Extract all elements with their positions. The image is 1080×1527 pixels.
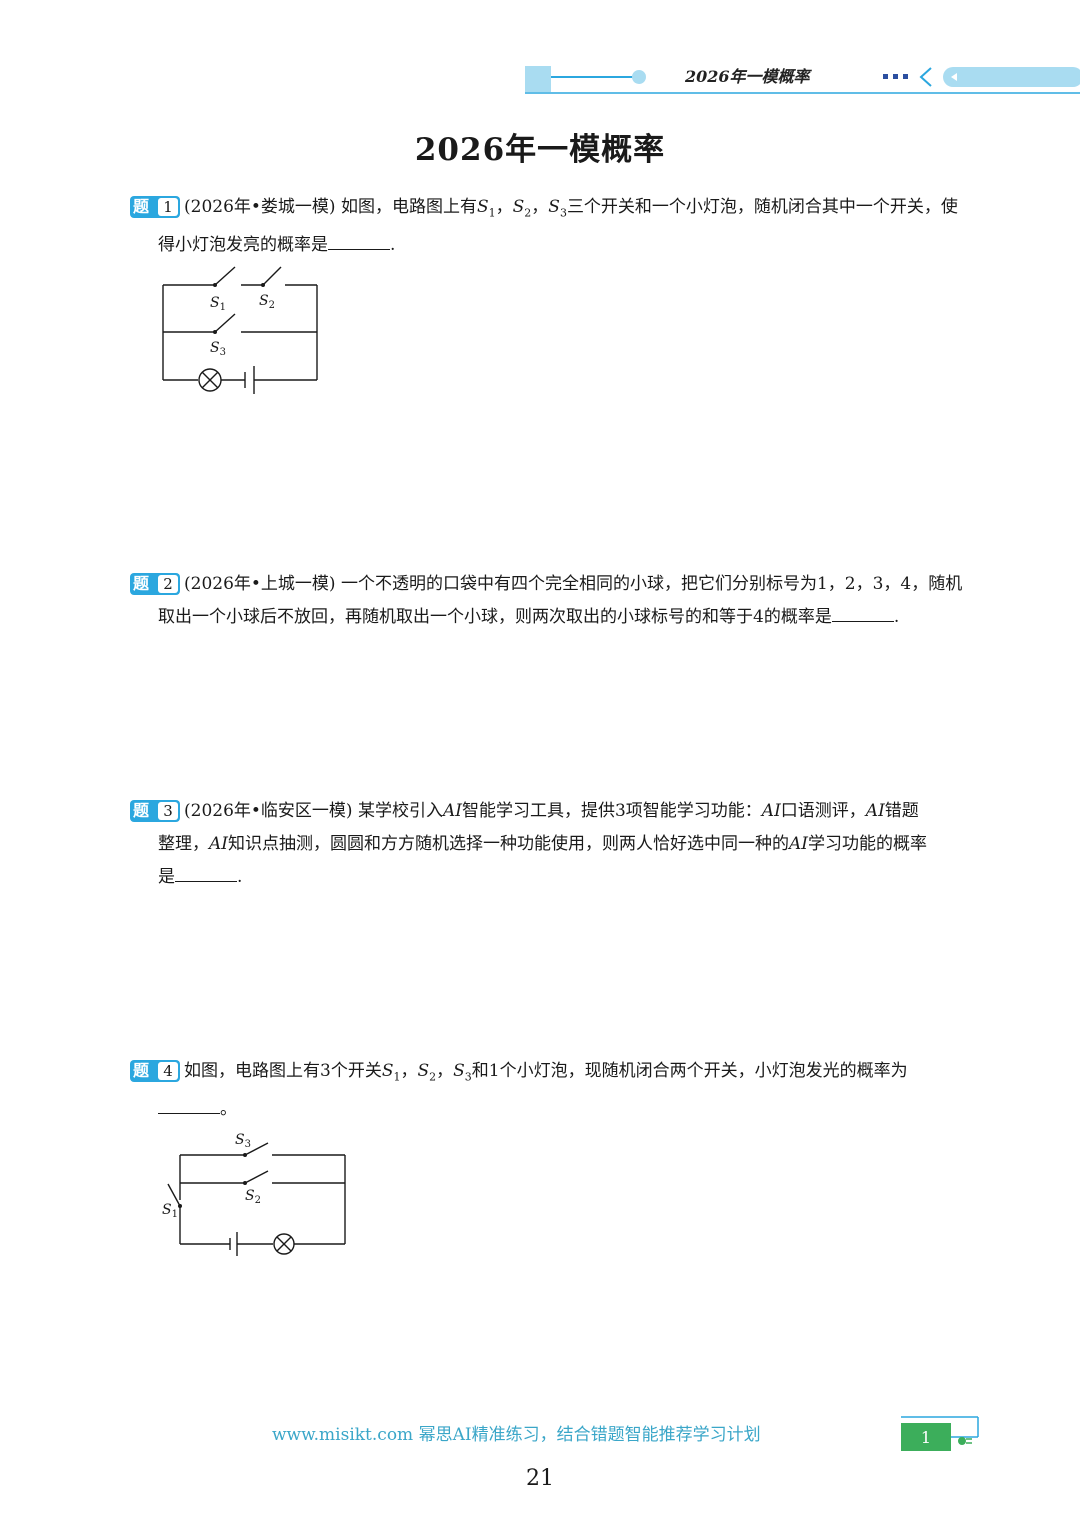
label-s1: S1 xyxy=(210,295,226,313)
label-s2: S2 xyxy=(259,293,275,311)
question-number: 3 xyxy=(158,802,178,820)
question-number: 1 xyxy=(158,198,178,216)
label-s1: S1 xyxy=(162,1202,178,1220)
label-s3: S3 xyxy=(235,1132,251,1150)
footer-badge xyxy=(901,1416,979,1451)
page-number: 21 xyxy=(526,1466,554,1491)
answer-blank[interactable] xyxy=(158,1095,220,1115)
label-s3: S3 xyxy=(210,340,226,358)
footer-badge-number: 1 xyxy=(920,1428,932,1447)
header-title: 2026年一模概率 xyxy=(685,67,810,86)
question-number: 4 xyxy=(158,1062,178,1080)
footer-slogan: www.misikt.com 幂思AI精准练习，结合错题智能推荐学习计划 xyxy=(272,1425,761,1445)
circuit-diagram-2: S3 S2 S1 xyxy=(162,1132,346,1256)
answer-blank[interactable] xyxy=(831,603,894,622)
circuit-diagram-1: S1 S2 S3 xyxy=(162,266,318,394)
footer-url[interactable]: www.misikt.com xyxy=(272,1425,414,1445)
answer-blank[interactable] xyxy=(328,231,390,251)
answer-blank[interactable] xyxy=(175,863,237,882)
question-number: 2 xyxy=(158,575,178,593)
page-title: 2026年一模概率 xyxy=(414,132,666,168)
label-s2: S2 xyxy=(245,1188,261,1206)
header-decoration xyxy=(525,66,1080,94)
